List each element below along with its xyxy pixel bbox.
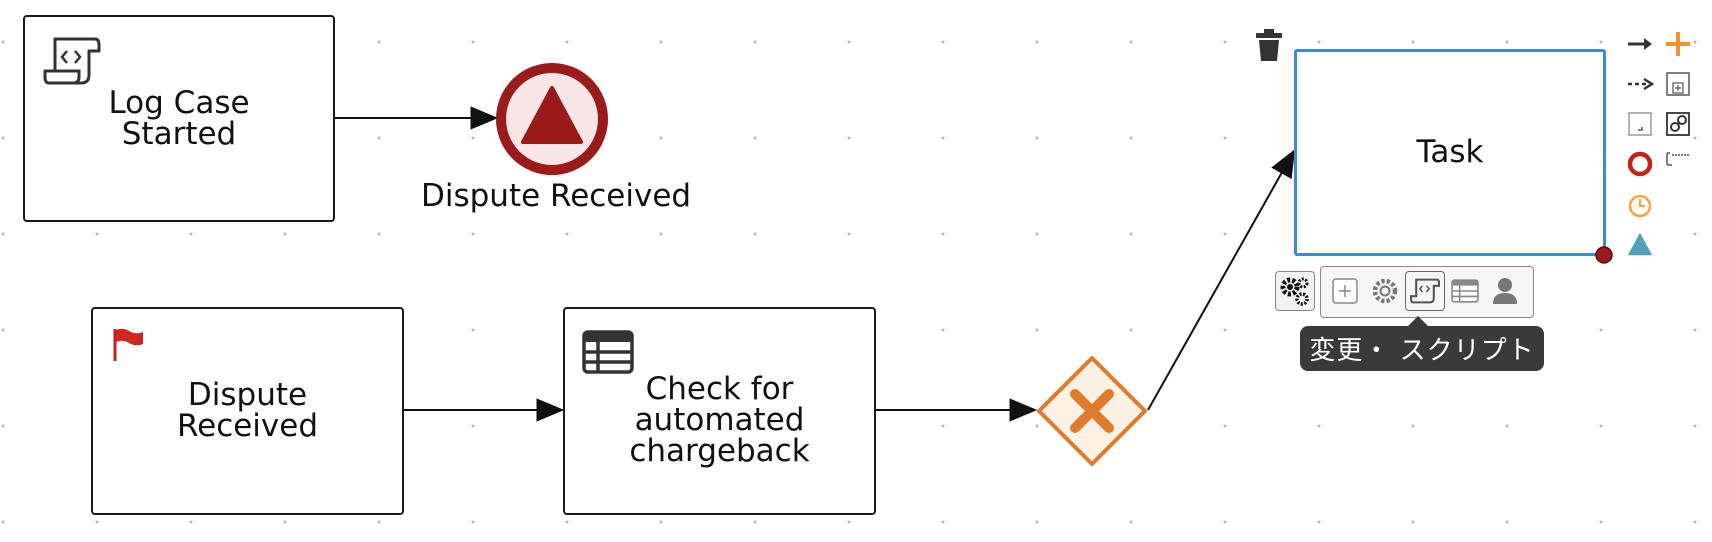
user-task-type-button[interactable] — [1485, 271, 1525, 311]
dashed-flow-icon[interactable] — [1626, 70, 1654, 98]
tooltip-text: 変更・ スクリプト — [1309, 336, 1535, 366]
flow-gateway-to-task[interactable] — [1147, 148, 1296, 411]
business-rule-icon — [582, 330, 634, 380]
gears-button[interactable] — [1275, 271, 1315, 311]
end-signal-event[interactable] — [495, 62, 609, 176]
task-check-chargeback[interactable]: Check for automated chargeback — [563, 307, 876, 515]
add-icon[interactable] — [1664, 30, 1692, 58]
task-label: Check for automated chargeback — [629, 370, 810, 469]
task-new[interactable]: Task — [1294, 49, 1606, 256]
annotation-icon[interactable] — [1626, 110, 1654, 138]
tooltip-change-script: 変更・ スクリプト — [1300, 316, 1544, 371]
signal-event-icon[interactable] — [1626, 230, 1654, 258]
timer-event-icon[interactable] — [1626, 192, 1654, 220]
change-type-toolbar — [1320, 266, 1534, 318]
subprocess-type-button[interactable] — [1325, 271, 1365, 311]
task-label: Task — [1416, 134, 1484, 170]
user-task-icon — [1493, 278, 1517, 304]
flag-icon — [111, 327, 147, 369]
script-label-icon[interactable] — [1664, 150, 1692, 178]
end-event-icon[interactable] — [1626, 150, 1654, 178]
trash-icon[interactable] — [1254, 28, 1284, 62]
end-event-label: Dispute Received — [421, 178, 692, 214]
subprocess-icon — [1332, 278, 1358, 304]
task-dispute-received[interactable]: Dispute Received — [91, 307, 404, 515]
resize-handle[interactable] — [1594, 245, 1614, 265]
task-log-case-started[interactable]: Log Case Started — [23, 15, 335, 222]
reusable-subprocess-icon[interactable] — [1664, 110, 1692, 138]
script-task-icon — [1410, 278, 1440, 304]
business-rule-icon — [1451, 279, 1479, 303]
x-icon — [1070, 389, 1114, 433]
exclusive-gateway[interactable] — [1035, 354, 1149, 468]
service-task-icon — [1372, 278, 1398, 304]
script-icon — [43, 37, 101, 91]
script-task-type-button[interactable] — [1405, 271, 1445, 311]
service-task-type-button[interactable] — [1365, 271, 1405, 311]
sequence-flow-icon[interactable] — [1626, 30, 1654, 58]
signal-end-event-icon — [496, 63, 608, 175]
task-label: Log Case Started — [108, 84, 250, 152]
business-rule-type-button[interactable] — [1445, 271, 1485, 311]
task-label: Dispute Received — [176, 377, 319, 444]
subprocess-icon[interactable] — [1664, 70, 1692, 98]
gears-icon — [1280, 277, 1309, 306]
